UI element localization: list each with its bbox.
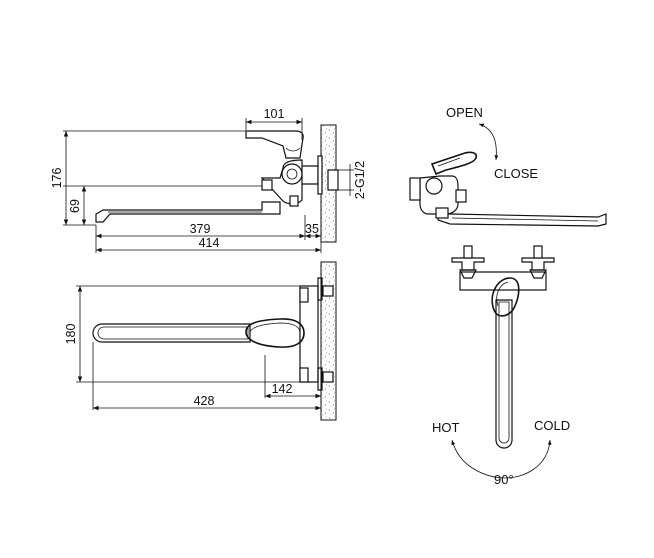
label-angle: 90° (494, 472, 514, 487)
dim-35: 35 (305, 222, 319, 236)
rotation-arrow (451, 439, 552, 479)
spout-front (495, 299, 513, 449)
lever-handle-perspective (430, 151, 478, 176)
mixer-body-perspective (419, 175, 459, 215)
perspective-view: OPEN CLOSE (409, 105, 607, 227)
spout-perspective (437, 209, 607, 227)
fitting-right (521, 257, 555, 271)
side-view: 176 69 101 379 35 414 2-G1/2 (50, 107, 367, 253)
label-open: OPEN (446, 105, 483, 120)
top-view: 180 142 428 (64, 261, 337, 421)
dim-69: 69 (68, 199, 82, 213)
dim-142: 142 (272, 382, 293, 396)
wall-flange-side (317, 155, 323, 195)
mixer-body-side (260, 159, 303, 205)
front-view: HOT COLD 90° (432, 245, 570, 487)
lever-handle-front (491, 277, 520, 317)
dim-379: 379 (190, 222, 211, 236)
open-close-arrow (478, 123, 499, 161)
lever-handle-side (245, 130, 304, 159)
dim-180: 180 (64, 324, 78, 345)
dim-101: 101 (264, 107, 285, 121)
fitting-left (451, 257, 485, 271)
dim-428: 428 (194, 394, 215, 408)
lever-handle-top (245, 318, 305, 348)
mixer-body-top (299, 285, 319, 383)
label-hot: HOT (432, 420, 460, 435)
dim-thread: 2-G1/2 (353, 161, 367, 199)
spout-side (95, 201, 281, 223)
label-cold: COLD (534, 418, 570, 433)
dim-414: 414 (199, 236, 220, 250)
spout-top (92, 323, 251, 343)
label-close: CLOSE (494, 166, 538, 181)
dim-176: 176 (50, 168, 64, 189)
mixer-body-front (459, 271, 547, 291)
